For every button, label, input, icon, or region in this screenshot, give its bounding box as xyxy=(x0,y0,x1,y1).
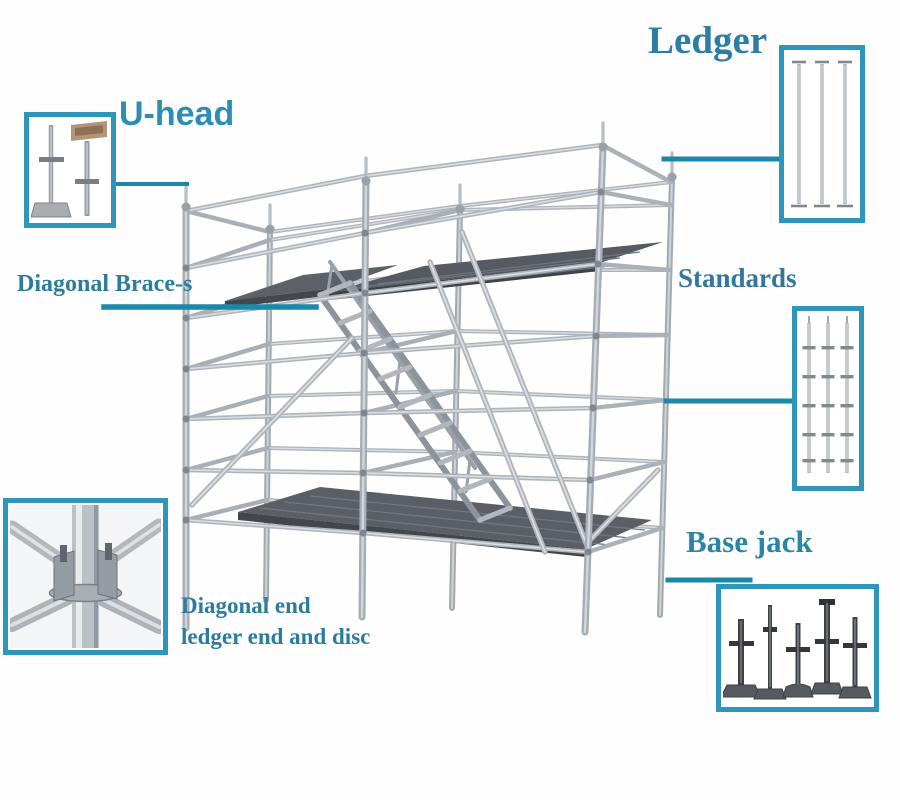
node-caption-line2: ledger end and disc xyxy=(181,624,371,649)
rosette-joints xyxy=(181,142,677,556)
ledger-photo-box xyxy=(779,45,865,223)
standards-photo xyxy=(802,316,854,473)
node-connection-photo xyxy=(10,505,161,648)
node-caption-line1: Diagonal end xyxy=(181,593,311,618)
callout-lines xyxy=(101,156,796,583)
ledger-photo xyxy=(791,60,853,208)
staircase xyxy=(317,260,513,523)
standards-photo-box xyxy=(792,306,864,491)
u-head-photo xyxy=(31,121,107,218)
u-head-label: U-head xyxy=(119,95,235,133)
base-jack-photo xyxy=(723,599,872,700)
scaffold-front-frame xyxy=(186,121,674,632)
node-caption: Diagonal end ledger end and disc xyxy=(181,590,370,652)
u-head-photo-box xyxy=(24,112,116,228)
ledger-label: Ledger xyxy=(648,19,768,62)
diagonal-brace-label: Diagonal Brace-s xyxy=(17,271,193,297)
standards-label: Standards xyxy=(678,263,797,293)
node-connection-photo-box xyxy=(3,498,168,655)
stair-landing-deck xyxy=(225,265,398,308)
base-jack-photo-box xyxy=(716,584,879,712)
base-jack-label: Base jack xyxy=(686,524,813,559)
